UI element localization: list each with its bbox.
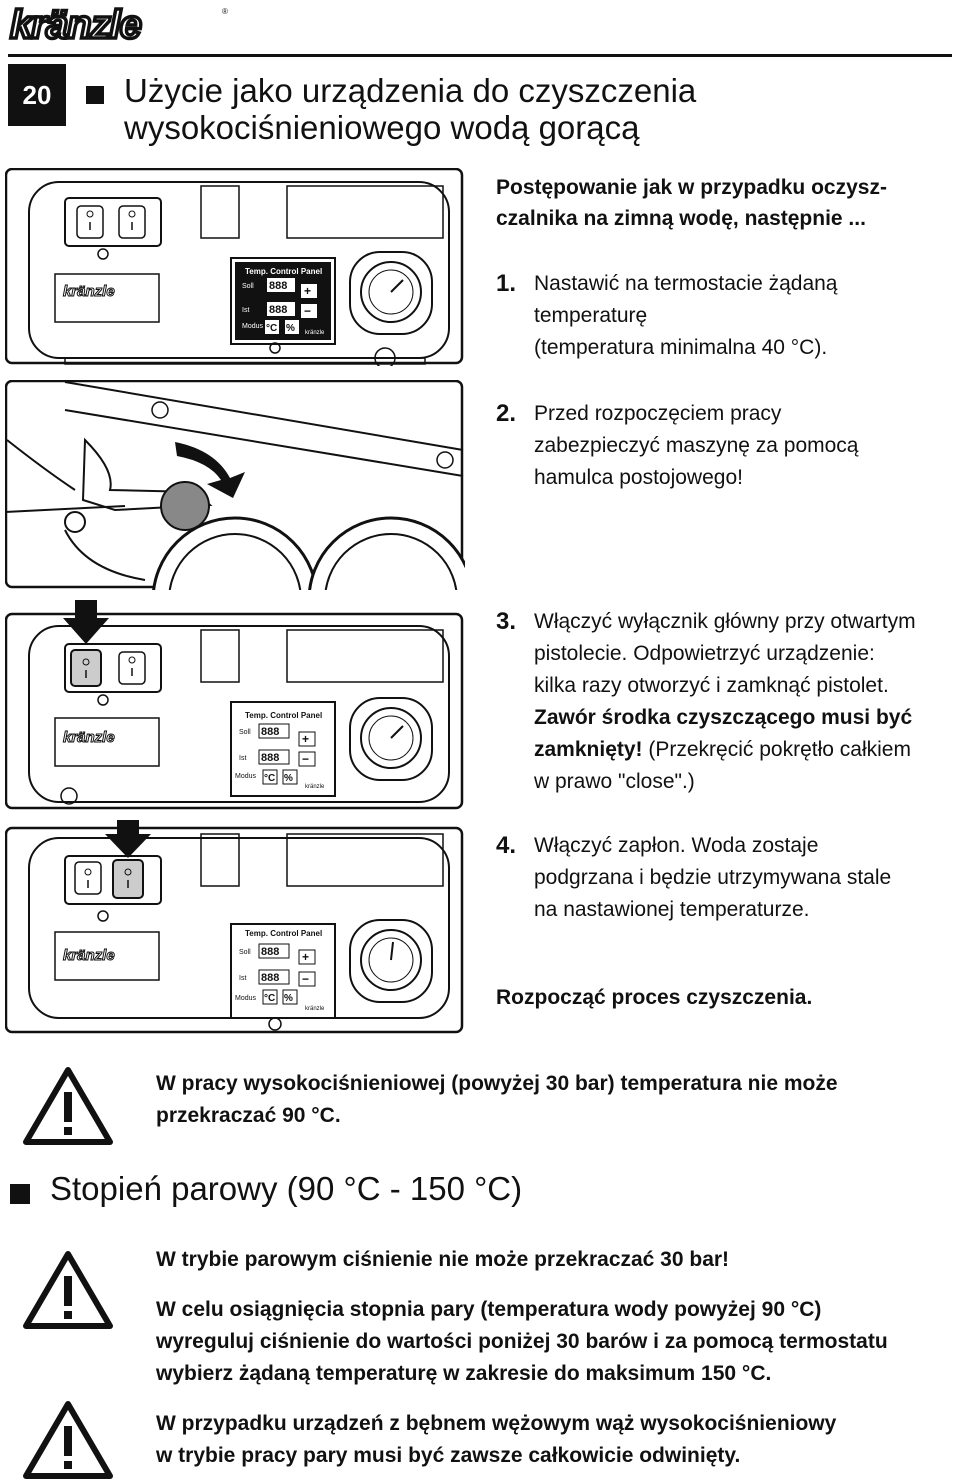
svg-text:Temp. Control Panel: Temp. Control Panel: [245, 929, 322, 938]
warning-line: przekraczać 90 °C.: [156, 1104, 341, 1127]
warning-triangle-icon: [23, 1251, 113, 1329]
step-2: 2. Przed rozpoczęciem pracy zabezpieczyć…: [496, 398, 956, 494]
step-line: (temperatura minimalna 40 °C).: [534, 336, 828, 359]
warning-line: wybierz żądaną temperaturę w zakresie do…: [156, 1362, 772, 1385]
svg-text:Soll: Soll: [242, 283, 254, 290]
warning-triangle-icon: [23, 1067, 113, 1145]
svg-text:Ist: Ist: [239, 975, 246, 982]
section-title: Użycie jako urządzenia do czyszczenia wy…: [124, 72, 924, 146]
arrow-down-icon: [105, 820, 151, 858]
svg-text:Ist: Ist: [239, 755, 246, 762]
warning-line: W celu osiągnięcia stopnia pary (tempera…: [156, 1298, 822, 1321]
svg-text:%: %: [284, 993, 293, 1004]
section-title-line1: Użycie jako urządzenia do czyszczenia: [124, 72, 697, 109]
step-line: w prawo "close".): [534, 770, 695, 793]
header-rule: [8, 54, 952, 57]
kranzle-logo: kränzle ®: [8, 4, 234, 44]
svg-text:kränzle: kränzle: [305, 330, 325, 336]
warning-steam-pressure: W trybie parowym ciśnienie nie może prze…: [156, 1248, 730, 1271]
warning-triangle-icon: [23, 1401, 113, 1479]
svg-text:+: +: [304, 284, 311, 298]
svg-text:%: %: [286, 323, 295, 334]
svg-text:°C: °C: [264, 993, 275, 1004]
svg-text:kränzle: kränzle: [305, 1006, 325, 1012]
step-3: 3. Włączyć wyłącznik główny przy otwarty…: [496, 606, 956, 798]
svg-text:888: 888: [261, 752, 279, 764]
svg-text:Soll: Soll: [239, 729, 251, 736]
svg-text:kränzle: kränzle: [305, 784, 325, 790]
svg-text:−: −: [302, 972, 309, 986]
svg-text:888: 888: [269, 304, 287, 316]
intro-line: Postępowanie jak w przypadku oczysz-: [496, 176, 887, 199]
square-bullet-icon: [86, 86, 104, 104]
svg-text:Modus: Modus: [235, 773, 257, 780]
warning-line: W przypadku urządzeń z bębnem wężowym wą…: [156, 1412, 837, 1435]
svg-text:°C: °C: [266, 323, 277, 334]
machine-panel-illustration-2: kränzle Temp. Control Panel Soll Ist Mod…: [5, 600, 464, 810]
steam-section-title: Stopień parowy (90 °C - 150 °C): [50, 1170, 523, 1207]
machine-panel-illustration-1: kränzle Temp. Control Panel Soll Ist Mod…: [5, 168, 464, 366]
step-line: Włączyć wyłącznik główny przy otwartym: [534, 610, 916, 633]
svg-text:888: 888: [269, 280, 287, 292]
svg-text:Modus: Modus: [242, 323, 264, 330]
step-line: kilka razy otworzyć i zamknąć pistolet.: [534, 674, 889, 697]
square-bullet-icon: [10, 1184, 30, 1204]
svg-text:Temp. Control Panel: Temp. Control Panel: [245, 267, 322, 276]
svg-text:888: 888: [261, 972, 279, 984]
step-warning-word: zamknięty!: [534, 738, 643, 761]
step-number: 4.: [496, 832, 517, 859]
svg-text:%: %: [284, 773, 293, 784]
svg-text:kränzle: kränzle: [63, 283, 115, 300]
svg-text:888: 888: [261, 726, 279, 738]
warning-line: wyreguluj ciśnienie do wartości poniżej …: [156, 1330, 888, 1353]
page-number: 20: [8, 64, 66, 126]
step-line: Włączyć zapłon. Woda zostaje: [534, 834, 819, 857]
warning-steam-settings: W celu osiągnięcia stopnia pary (tempera…: [156, 1294, 956, 1390]
svg-text:Temp. Control Panel: Temp. Control Panel: [245, 711, 322, 720]
step-line: (Przekręcić pokrętło całkiem: [642, 738, 911, 761]
step-line: zabezpieczyć maszynę za pomocą: [534, 434, 859, 457]
svg-text:Ist: Ist: [242, 307, 249, 314]
logo-text: kränzle: [10, 4, 142, 44]
step-line: na nastawionej temperaturze.: [534, 898, 810, 921]
step-number: 1.: [496, 270, 517, 297]
step-line: pistolecie. Odpowietrzyć urządzenie:: [534, 642, 875, 665]
step-4: 4. Włączyć zapłon. Woda zostaje podgrzan…: [496, 830, 956, 926]
svg-text:kränzle: kränzle: [63, 729, 115, 746]
machine-panel-illustration-3: kränzle Temp. Control Panel Soll Ist Mod…: [5, 820, 464, 1034]
svg-text:°C: °C: [264, 773, 275, 784]
section-title-line2: wysokociśnieniowego wodą gorącą: [124, 109, 640, 146]
step-number: 2.: [496, 400, 517, 427]
arrow-down-icon: [63, 600, 109, 644]
step-warning-line: Zawór środka czyszczącego musi być: [534, 706, 913, 729]
svg-text:kränzle: kränzle: [63, 947, 115, 964]
warning-line: w trybie pracy pary musi być zawsze całk…: [156, 1444, 741, 1467]
warning-high-pressure: W pracy wysokociśnieniowej (powyżej 30 b…: [156, 1068, 946, 1132]
start-cleaning-text: Rozpocząć proces czyszczenia.: [496, 986, 813, 1009]
svg-text:Modus: Modus: [235, 995, 257, 1002]
warning-line: W pracy wysokociśnieniowej (powyżej 30 b…: [156, 1072, 838, 1095]
step-line: podgrzana i będzie utrzymywana stale: [534, 866, 892, 889]
svg-text:+: +: [302, 732, 309, 746]
intro-line: czalnika na zimną wodę, następnie ...: [496, 207, 866, 230]
svg-text:+: +: [302, 950, 309, 964]
step-1: 1. Nastawić na termostacie żądaną temper…: [496, 268, 956, 364]
parking-brake-illustration: [5, 380, 465, 590]
step-line: Przed rozpoczęciem pracy: [534, 402, 782, 425]
svg-text:888: 888: [261, 946, 279, 958]
step-line: Nastawić na termostacie żądaną: [534, 272, 838, 295]
svg-text:−: −: [302, 752, 309, 766]
warning-hose-reel: W przypadku urządzeń z bębnem wężowym wą…: [156, 1408, 956, 1472]
step-number: 3.: [496, 608, 517, 635]
svg-text:−: −: [304, 304, 311, 318]
step-line: hamulca postojowego!: [534, 466, 743, 489]
svg-text:®: ®: [222, 7, 228, 16]
intro-text: Postępowanie jak w przypadku oczysz- cza…: [496, 172, 946, 234]
step-line: temperaturę: [534, 304, 648, 327]
svg-text:Soll: Soll: [239, 949, 251, 956]
